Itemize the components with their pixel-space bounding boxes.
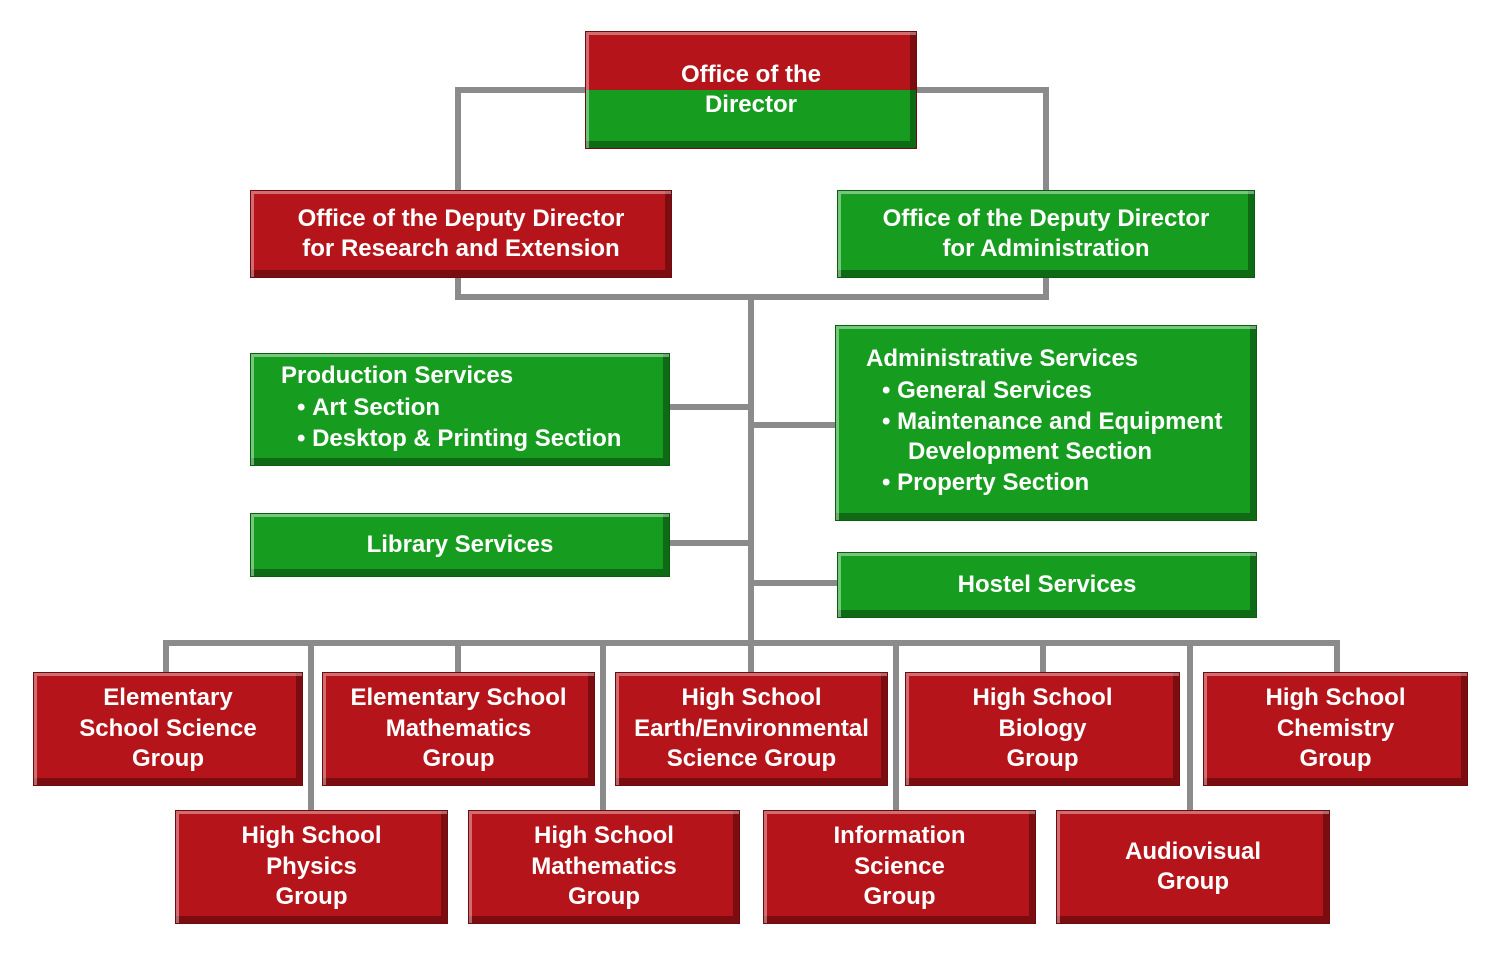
connector-line bbox=[600, 640, 606, 816]
node-title: Production Services bbox=[281, 361, 514, 389]
node-label: Office of the Deputy Director for Resear… bbox=[297, 204, 625, 262]
connector-line bbox=[748, 580, 843, 586]
node-title: Administrative Services bbox=[866, 344, 1139, 372]
node-deputy-director-research-extension: Office of the Deputy Director for Resear… bbox=[250, 190, 672, 278]
node-label: High School Physics Group bbox=[241, 822, 382, 911]
node-high-school-chemistry-group: High School Chemistry Group bbox=[1203, 672, 1468, 786]
node-label: Audiovisual Group bbox=[1124, 837, 1262, 895]
node-high-school-physics-group: High School Physics Group bbox=[175, 810, 448, 924]
node-deputy-director-administration: Office of the Deputy Director for Admini… bbox=[837, 190, 1255, 278]
node-high-school-earth-environmental-science-group: High School Earth/Environmental Science … bbox=[615, 672, 888, 786]
connector-line bbox=[660, 540, 754, 546]
node-label: Office of the Director bbox=[680, 60, 821, 118]
connector-line bbox=[1334, 640, 1340, 678]
node-information-science-group: Information Science Group bbox=[763, 810, 1036, 924]
connector-line bbox=[893, 640, 899, 816]
node-label: High School Mathematics Group bbox=[531, 822, 677, 911]
connector-line bbox=[660, 404, 754, 410]
node-production-services: Production Services Art Section Desktop … bbox=[250, 353, 670, 466]
bullet-item: Desktop & Printing Section bbox=[277, 424, 659, 454]
node-audiovisual-group: Audiovisual Group bbox=[1056, 810, 1330, 924]
connector-line bbox=[1040, 640, 1046, 678]
node-administrative-services: Administrative Services General Services… bbox=[835, 325, 1257, 521]
bullet-list: General Services Maintenance and Equipme… bbox=[862, 376, 1246, 498]
connector-line bbox=[163, 640, 169, 678]
node-high-school-biology-group: High School Biology Group bbox=[905, 672, 1180, 786]
bullet-item: General Services bbox=[862, 376, 1246, 406]
connector-line bbox=[748, 640, 754, 678]
node-library-services: Library Services bbox=[250, 513, 670, 577]
node-label: High School Earth/Environmental Science … bbox=[634, 684, 869, 773]
node-office-of-the-director: Office of the Director bbox=[585, 31, 917, 149]
bullet-list: Art Section Desktop & Printing Section bbox=[277, 393, 659, 454]
connector-line bbox=[748, 422, 843, 428]
node-label: Hostel Services bbox=[957, 570, 1137, 598]
connector-line bbox=[308, 640, 314, 816]
bullet-item: Maintenance and Equipment Development Se… bbox=[862, 407, 1246, 468]
node-label: High School Biology Group bbox=[972, 684, 1113, 773]
connector-line bbox=[455, 640, 461, 678]
node-label: Office of the Deputy Director for Admini… bbox=[882, 204, 1210, 262]
node-label: Information Science Group bbox=[833, 822, 966, 911]
connector-line bbox=[748, 294, 754, 646]
bullet-item: Property Section bbox=[862, 468, 1246, 498]
node-label: Elementary School Mathematics Group bbox=[350, 684, 567, 773]
node-hostel-services: Hostel Services bbox=[837, 552, 1257, 618]
node-elementary-school-science-group: Elementary School Science Group bbox=[33, 672, 303, 786]
node-elementary-school-mathematics-group: Elementary School Mathematics Group bbox=[322, 672, 595, 786]
node-label: Library Services bbox=[366, 530, 554, 558]
node-label: High School Chemistry Group bbox=[1265, 684, 1406, 773]
connector-line bbox=[1187, 640, 1193, 816]
bullet-item: Art Section bbox=[277, 393, 659, 423]
node-high-school-mathematics-group: High School Mathematics Group bbox=[468, 810, 740, 924]
node-label: Elementary School Science Group bbox=[79, 684, 257, 773]
